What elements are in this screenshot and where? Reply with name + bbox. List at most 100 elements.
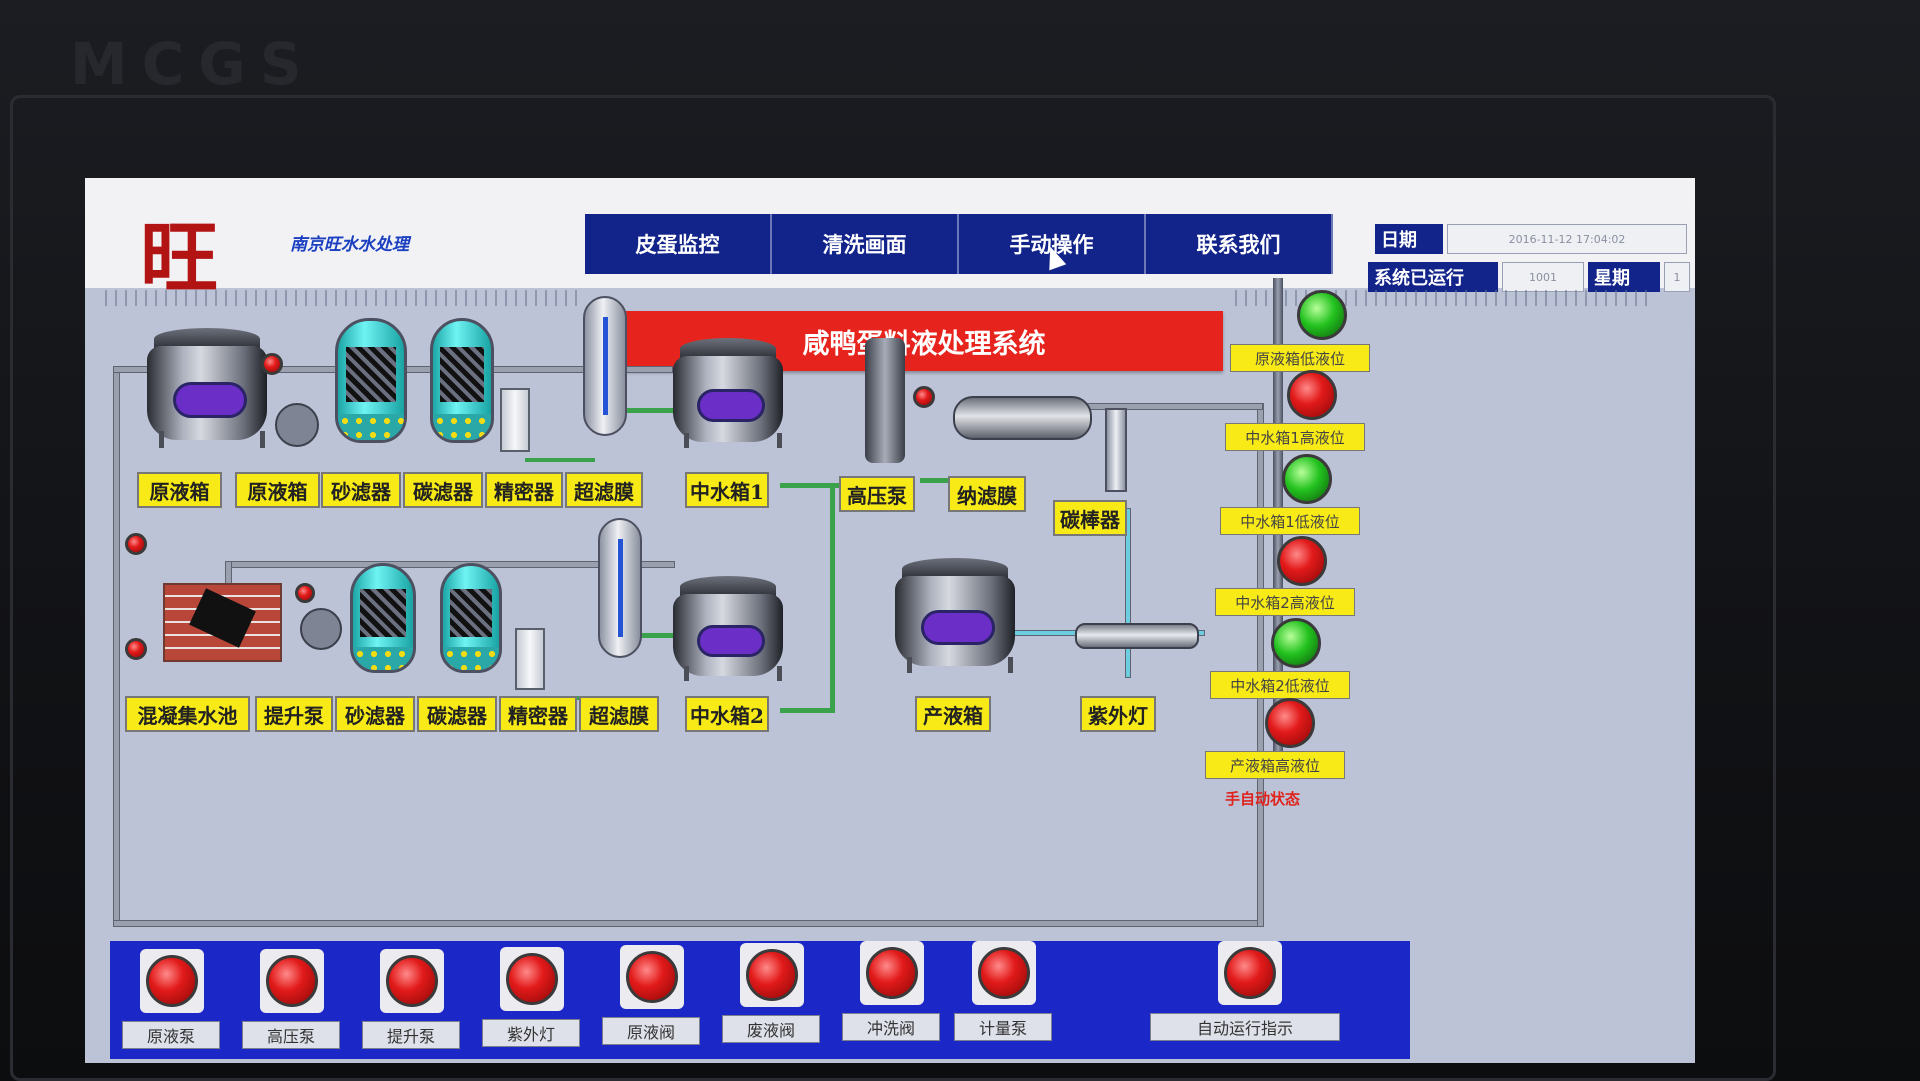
ruler-right: [1235, 290, 1655, 306]
hp-pump-indicator-lamp: [266, 955, 318, 1007]
hp-valve-icon[interactable]: [913, 386, 935, 408]
uptime-label: 系统已运行: [1368, 262, 1498, 292]
hmi-screen: 旺 南京旺水水处理 皮蛋监控 清洗画面 手动操作 联系我们 日期 2016-11…: [85, 178, 1695, 1063]
return-pipe-right: [1257, 403, 1264, 927]
label-coag-pool: 混凝集水池: [125, 696, 250, 732]
raw-tank-low-level-label: 原液箱低液位: [1230, 344, 1370, 372]
mid-tank2-low-level-label: 中水箱2低液位: [1210, 671, 1350, 699]
lift-pump-indicator-lamp: [386, 955, 438, 1007]
nf-membrane-vessel: [953, 396, 1092, 440]
tab-egg-monitor[interactable]: 皮蛋监控: [585, 214, 772, 274]
carbon-filter-1: [430, 318, 494, 443]
weekday-value: 1: [1664, 262, 1690, 292]
label-carbon-filter-2: 碳滤器: [417, 696, 497, 732]
tab-contact-us[interactable]: 联系我们: [1146, 214, 1333, 274]
label-precision-filter-2: 精密器: [499, 696, 577, 732]
date-label: 日期: [1375, 224, 1443, 254]
coag-inlet-valve-icon[interactable]: [125, 533, 147, 555]
label-sand-filter-2: 砂滤器: [335, 696, 415, 732]
bezel-frame: [10, 95, 1776, 1081]
company-name: 南京旺水水处理: [290, 235, 409, 255]
mid-tank-1: [673, 338, 783, 448]
precision-filter-2: [515, 628, 545, 690]
label-raw-tank-2: 原液箱: [235, 472, 320, 508]
carbon-rod-filter: [1105, 408, 1127, 492]
mid-tank2-low-level-lamp: [1271, 618, 1321, 668]
label-uf-2: 超滤膜: [579, 696, 659, 732]
label-carbon-rod: 碳棒器: [1053, 500, 1127, 536]
raw-pump-icon[interactable]: [275, 403, 319, 447]
raw-pump-indicator-lamp: [146, 955, 198, 1007]
dosing-pump-indicator-label: 计量泵: [954, 1013, 1052, 1041]
mid-tank1-high-level-label: 中水箱1高液位: [1225, 423, 1365, 451]
label-uv-lamp: 紫外灯: [1080, 696, 1156, 732]
nf-reject-pipe: [1065, 403, 1263, 410]
tab-cleaning[interactable]: 清洗画面: [772, 214, 959, 274]
mid-tank1-low-level-label: 中水箱1低液位: [1220, 507, 1360, 535]
mid-tank-2: [673, 576, 783, 681]
tab-manual-operation[interactable]: 手动操作: [959, 214, 1146, 274]
tank2-riser-pipe: [830, 488, 835, 713]
uv-lamp-indicator-label: 紫外灯: [482, 1019, 580, 1047]
mid-tank2-high-level-label: 中水箱2高液位: [1215, 588, 1355, 616]
flush-valve-indicator-label: 冲洗阀: [842, 1013, 940, 1041]
date-value: 2016-11-12 17:04:02: [1447, 224, 1687, 254]
uf-membrane-1: [583, 296, 627, 436]
lift-pump-indicator-label: 提升泵: [362, 1021, 460, 1049]
coag-outlet-valve-icon[interactable]: [125, 638, 147, 660]
uv-lamp-indicator-lamp: [506, 953, 558, 1005]
sand-filter-2: [350, 563, 416, 673]
lift-pump-icon[interactable]: [300, 608, 342, 650]
label-mid-tank-1: 中水箱1: [685, 472, 769, 508]
carbon-filter-2: [440, 563, 502, 673]
company-logo: 旺: [140, 213, 218, 304]
label-carbon-filter-1: 碳滤器: [403, 472, 483, 508]
raw-tank-low-level-lamp: [1297, 290, 1347, 340]
high-pressure-pump-icon[interactable]: [865, 338, 905, 463]
uptime-value: 1001: [1502, 262, 1584, 292]
tank2-outlet-pipe: [780, 708, 835, 713]
uf-membrane-2: [598, 518, 642, 658]
hp-pump-indicator-label: 高压泵: [242, 1021, 340, 1049]
product-tank-high-level-label: 产液箱高液位: [1205, 751, 1345, 779]
brand-logo: MCGS: [70, 30, 316, 98]
weekday-label: 星期: [1588, 262, 1660, 292]
mid-tank1-low-level-lamp: [1282, 454, 1332, 504]
product-tank: [895, 558, 1015, 673]
mid-tank2-high-level-lamp: [1277, 536, 1327, 586]
mid-tank1-high-level-lamp: [1287, 370, 1337, 420]
label-mid-tank-2: 中水箱2: [685, 696, 769, 732]
mode-status-text: 手自动状态: [1225, 790, 1301, 808]
auto-run-indicator-lamp: [1224, 947, 1276, 999]
uv-lamp-unit: [1075, 623, 1199, 649]
header-bar: 旺 南京旺水水处理 皮蛋监控 清洗画面 手动操作 联系我们 日期 2016-11…: [85, 178, 1695, 304]
raw-tank-1-valve-icon[interactable]: [261, 353, 283, 375]
auto-run-indicator-label: 自动运行指示: [1150, 1013, 1340, 1041]
label-nf-membrane: 纳滤膜: [948, 476, 1026, 512]
label-raw-tank-1: 原液箱: [137, 472, 222, 508]
tank1-to-hp-pipe: [780, 483, 870, 488]
waste-valve-indicator-label: 废液阀: [722, 1015, 820, 1043]
flush-valve-indicator-lamp: [866, 947, 918, 999]
label-uf-1: 超滤膜: [565, 472, 643, 508]
dosing-pump-indicator-lamp: [978, 947, 1030, 999]
sand-filter-1: [335, 318, 407, 443]
product-tank-high-level-lamp: [1265, 698, 1315, 748]
lift-pump-valve-icon[interactable]: [295, 583, 315, 603]
prefilter1-pipe: [525, 458, 595, 462]
bottom-indicator-panel: 原液泵 高压泵 提升泵 紫外灯 原液阀 废液阀 冲洗阀 计量泵 自动运行指示: [110, 941, 1410, 1059]
ruler-left: [105, 290, 585, 306]
waste-valve-indicator-lamp: [746, 949, 798, 1001]
carbon-to-uv-pipe: [1125, 508, 1131, 678]
precision-filter-1: [500, 388, 530, 452]
label-hp-pump: 高压泵: [839, 476, 915, 512]
label-sand-filter-1: 砂滤器: [321, 472, 401, 508]
raw-valve-indicator-label: 原液阀: [602, 1017, 700, 1045]
raw-valve-indicator-lamp: [626, 951, 678, 1003]
raw-tank-1: [147, 328, 267, 448]
label-product-tank: 产液箱: [915, 696, 991, 732]
return-pipe-left: [113, 366, 120, 926]
label-precision-filter-1: 精密器: [485, 472, 563, 508]
label-lift-pump: 提升泵: [255, 696, 333, 732]
raw-pump-indicator-label: 原液泵: [122, 1021, 220, 1049]
